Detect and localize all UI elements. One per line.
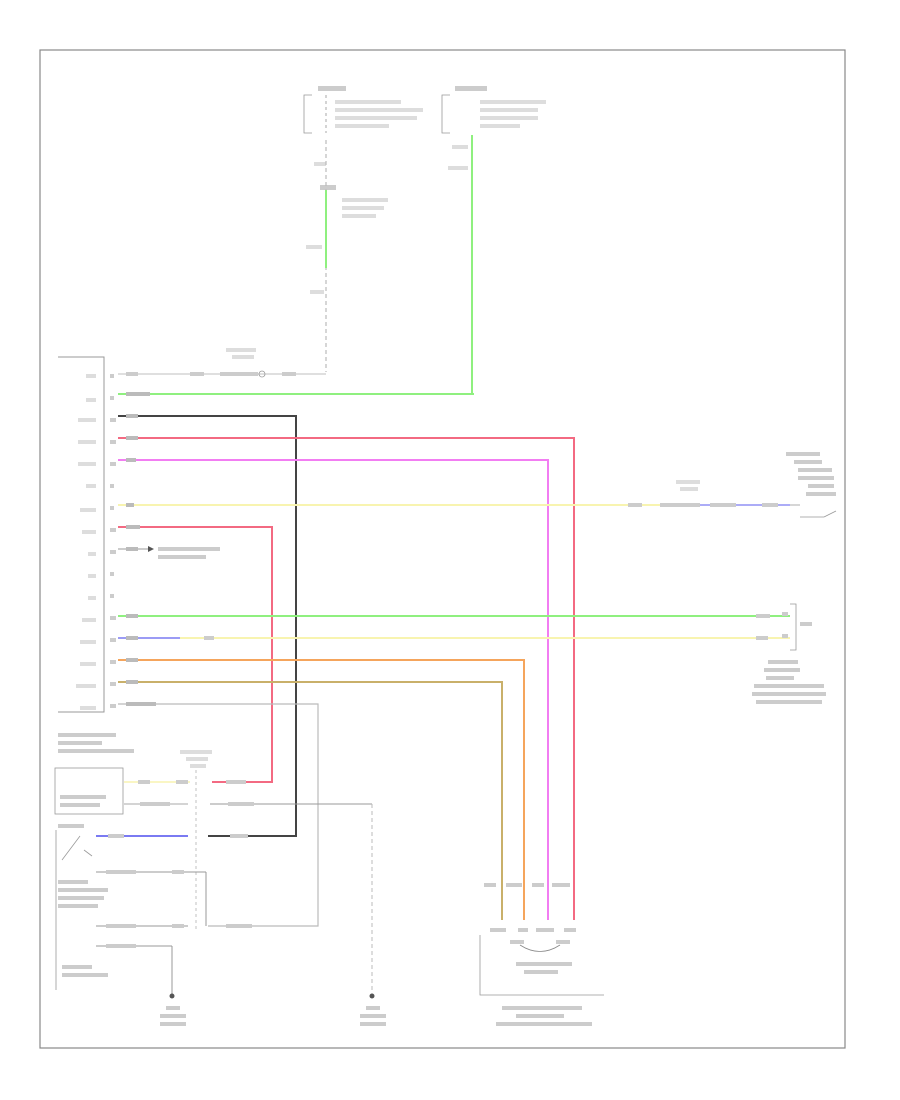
wire-yellow-long [118,480,837,518]
ground-right [360,993,386,1026]
wire-olive [118,681,503,920]
control-module [58,356,134,753]
wire-red-1 [118,437,575,920]
wire-orange [118,659,525,920]
wire-red-2 [118,526,273,783]
wire-lightgray [118,703,319,927]
bottom-left-relay [54,750,373,994]
wire-blue-yellow [118,636,790,640]
wire-magenta [118,459,549,920]
ground-left [160,993,186,1026]
junction-block [306,145,468,294]
bottom-sensor-connector [479,883,604,1026]
diagram-frame [39,49,846,1049]
top-left-fuse-block [303,86,423,134]
wire-gray-loop [118,415,297,837]
top-right-fuse-block [441,86,546,134]
wire-tags [126,392,156,706]
right-switch-top [786,452,836,496]
right-connector-mid [752,603,826,704]
wire-row-1 [118,348,326,378]
